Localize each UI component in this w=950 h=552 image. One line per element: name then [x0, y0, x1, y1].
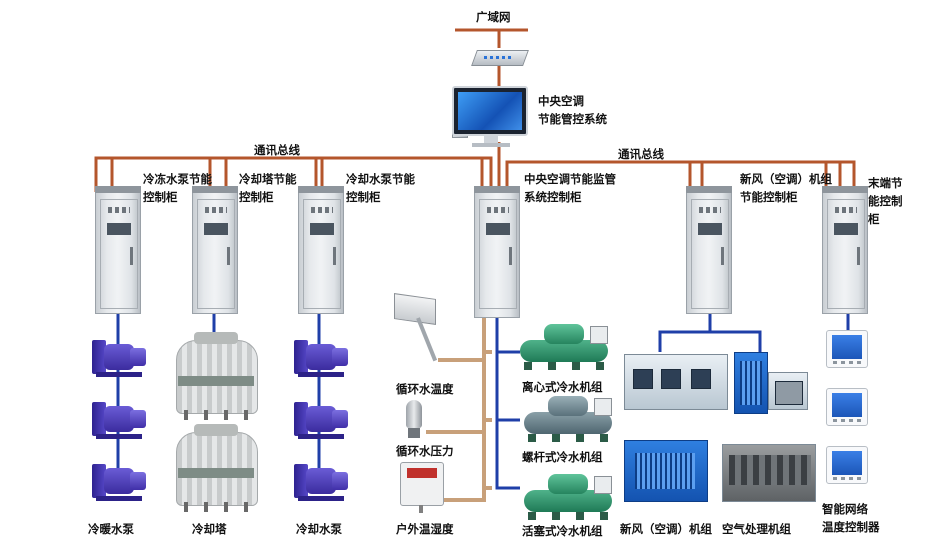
pump-icon: [90, 462, 146, 502]
cooling-pump-label: 冷却水泵: [296, 522, 342, 536]
pump-icon: [292, 338, 348, 378]
terminal-cabinet-icon: [822, 186, 868, 314]
bus-label-left: 通讯总线: [254, 143, 300, 157]
loop-pressure-label: 循环水压力: [396, 444, 454, 458]
pump-icon: [292, 400, 348, 440]
wan-label: 广域网: [476, 10, 511, 24]
chiller-icon: [516, 322, 612, 372]
air-handling-unit-icon: [734, 352, 768, 414]
temperature-sensor-icon: [394, 293, 438, 362]
router-icon: [471, 46, 529, 68]
tower-cabinet-icon: [192, 186, 238, 314]
tower-cabinet-label: 冷却塔节能控制柜: [239, 172, 297, 204]
screw-chiller-label: 螺杆式冷水机组: [522, 450, 603, 464]
piston-chiller-label: 活塞式冷水机组: [522, 524, 603, 538]
condenser-unit-icon: [768, 372, 808, 410]
central-system-label: 中央空调节能管控系统: [538, 94, 607, 126]
cooling-tower-label: 冷却塔: [192, 522, 227, 536]
fresh-air-unit-label: 新风（空调）机组: [620, 522, 712, 536]
monitor-cabinet-icon: [474, 186, 520, 318]
air-handling-unit-icon: [624, 354, 728, 410]
thermostat-icon: [826, 446, 868, 484]
monitor-cabinet-label: 中央空调节能监管系统控制柜: [524, 172, 616, 204]
outdoor-th-label: 户外温湿度: [396, 522, 454, 536]
terminal-cabinet-label: 末端节能控制柜: [868, 176, 903, 226]
fresh-air-cabinet-icon: [686, 186, 732, 314]
cooling-tower-icon: [176, 332, 258, 420]
thermostat-icon: [826, 388, 868, 426]
hvac-pump-label: 冷暖水泵: [88, 522, 134, 536]
loop-temp-label: 循环水温度: [396, 382, 454, 396]
bus-label-right: 通讯总线: [618, 147, 664, 161]
pressure-sensor-icon: [402, 400, 426, 440]
centrifugal-chiller-label: 离心式冷水机组: [522, 380, 603, 394]
pump-icon: [90, 400, 146, 440]
fresh-air-unit-icon: [624, 440, 708, 502]
cooling-pump-cabinet-icon: [298, 186, 344, 314]
chiller-icon: [520, 394, 616, 444]
chilled-pump-cabinet-icon: [95, 186, 141, 314]
computer-icon: [452, 86, 528, 147]
pump-icon: [90, 338, 146, 378]
thermostat-label: 智能网络温度控制器: [822, 502, 880, 534]
pump-icon: [292, 462, 348, 502]
humidity-sensor-icon: [400, 462, 444, 513]
chiller-icon: [520, 472, 616, 522]
fresh-air-cabinet-label: 新风（空调）机组节能控制柜: [740, 172, 832, 204]
thermostat-icon: [826, 330, 868, 368]
air-handler-unit-icon: [722, 444, 816, 502]
cooling-pump-cabinet-label: 冷却水泵节能控制柜: [346, 172, 415, 204]
cooling-tower-icon: [176, 424, 258, 512]
chilled-pump-cabinet-label: 冷冻水泵节能控制柜: [143, 172, 212, 204]
air-handler-label: 空气处理机组: [722, 522, 791, 536]
